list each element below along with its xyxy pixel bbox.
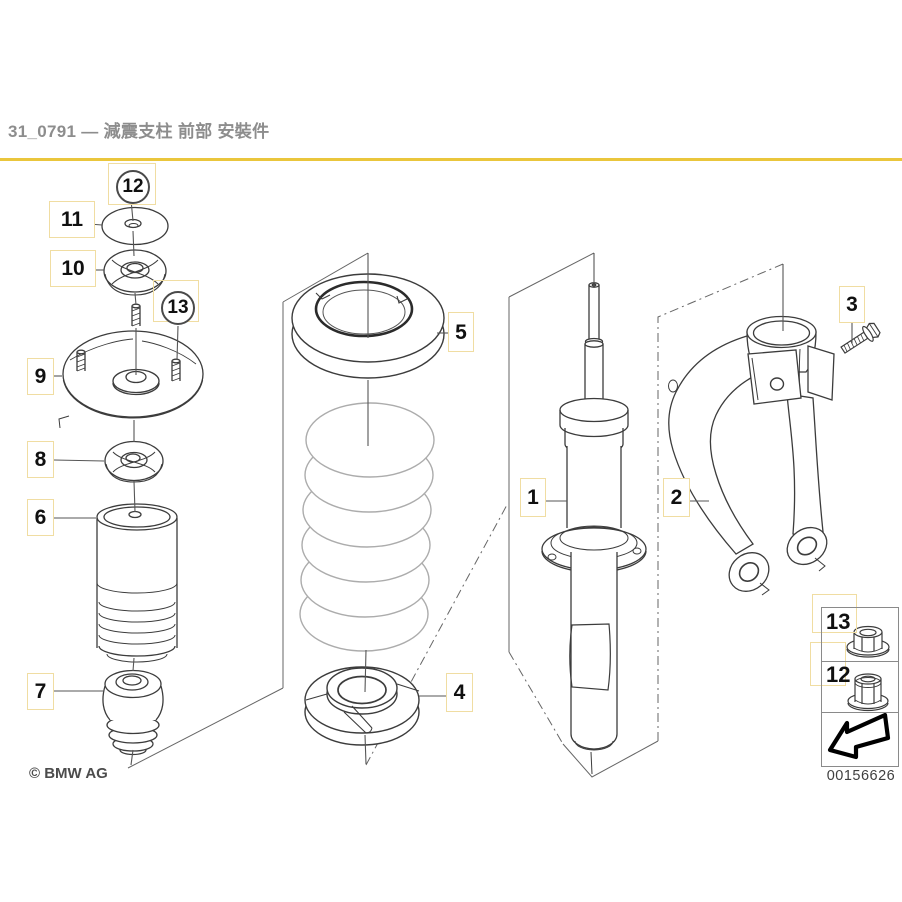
title-accent-rule [0, 158, 902, 161]
diagram-number: 00156626 [826, 768, 896, 784]
part-coil-spring [299, 402, 435, 652]
fork-eye-left [728, 552, 770, 592]
callout-5[interactable]: 5 [448, 312, 474, 352]
legend-nut-12 [847, 673, 889, 712]
part-lower-spring-pad-4 [304, 666, 420, 746]
part-washer-11 [101, 206, 169, 246]
stud-right [171, 358, 181, 382]
legend-label-13[interactable]: 13 [826, 609, 851, 634]
callout-circle-12[interactable]: 12 [116, 170, 150, 204]
part-bump-stop-7 [102, 669, 164, 756]
legend-row-separator [822, 712, 898, 713]
highlight-box-legend-13 [812, 594, 857, 633]
callout-10[interactable]: 10 [50, 250, 96, 287]
stud-left [76, 349, 86, 372]
spring-group [291, 273, 445, 746]
shock-label-sticker [569, 623, 611, 691]
callout-4[interactable]: 4 [446, 673, 473, 712]
callout-9[interactable]: 9 [27, 358, 54, 395]
callout-7[interactable]: 7 [27, 673, 54, 710]
highlight-box-legend-12 [810, 642, 846, 686]
part-swivel-fork-2 [668, 315, 835, 596]
callout-6[interactable]: 6 [27, 499, 54, 536]
arrow-down-left-icon [827, 712, 891, 760]
fork-eye-right [786, 526, 828, 566]
callout-3[interactable]: 3 [839, 286, 865, 323]
part-strut-mount-9 [58, 303, 204, 429]
leader-lines [53, 204, 853, 766]
panel-frame-lines [127, 252, 784, 778]
page-title: 31_0791 — 減震支柱 前部 安裝件 [8, 122, 270, 141]
legend-table [821, 607, 899, 767]
strut-mount-stack [58, 206, 204, 756]
part-washer-8 [104, 440, 164, 483]
legend-row-separator [822, 661, 898, 662]
part-shock-absorber-1 [541, 282, 647, 775]
callout-8[interactable]: 8 [27, 441, 54, 478]
highlight-box-12 [108, 163, 156, 205]
callout-circle-13[interactable]: 13 [161, 291, 195, 325]
callout-11[interactable]: 11 [49, 201, 95, 238]
part-protection-tube-6 [96, 503, 178, 663]
legend-label-12[interactable]: 12 [826, 662, 851, 687]
callout-1[interactable]: 1 [520, 478, 546, 517]
shock-flange [541, 525, 647, 573]
callout-2[interactable]: 2 [663, 478, 690, 517]
stud-center [131, 303, 141, 327]
part-bolt-3 [840, 322, 881, 354]
copyright-text: © BMW AG [29, 765, 108, 782]
